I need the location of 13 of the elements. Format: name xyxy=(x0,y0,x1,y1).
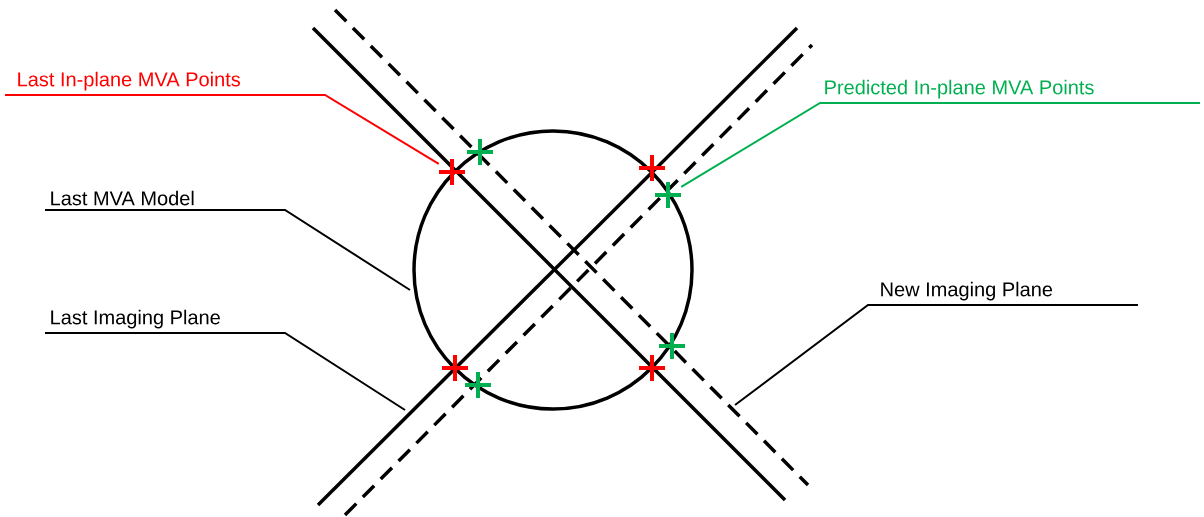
label-text: Last Imaging Plane xyxy=(51,309,220,329)
point-cross xyxy=(437,157,467,187)
point-cross xyxy=(465,137,495,167)
label-text: New Imaging Plane xyxy=(881,281,1053,301)
label-text: Last MVA Model xyxy=(51,190,194,206)
point-cross xyxy=(657,331,687,361)
point-cross xyxy=(637,153,667,183)
label-text: Last In-plane MVA Points xyxy=(18,71,241,91)
point-cross xyxy=(653,180,683,210)
point-cross xyxy=(637,353,667,383)
point-cross xyxy=(463,370,493,400)
label-text: Predicted In-plane MVA Points xyxy=(825,79,1094,99)
point-cross xyxy=(440,353,470,383)
